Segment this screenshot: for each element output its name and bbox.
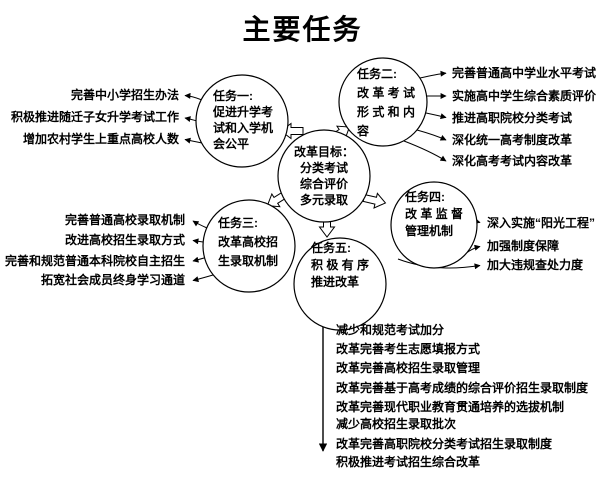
center-node-label: 改革目标： 分类考试 综合评价 多元录取 <box>293 145 354 207</box>
task3-item: 改进高校招生录取方式 <box>64 233 185 247</box>
task5-circle <box>293 237 387 331</box>
task2-item: 深化统一高考制度改革 <box>452 133 573 147</box>
task2-item: 完善普通高中学业水平考试 <box>452 66 597 80</box>
task1-node-label: 任务一: 促进升学考 试和入学机 会公平 <box>213 89 274 151</box>
task2-item: 推进高职院校分类考试 <box>452 111 573 125</box>
task3-item: 完善普通高校录取机制 <box>64 213 185 227</box>
task1-item: 增加农村学生上重点高校人数 <box>22 132 179 146</box>
task2-node-label: 任务二: 改 革 考 试 形 式 和 内 容 <box>357 67 416 138</box>
task1-item: 积极推进随迁子女升学考试工作 <box>10 110 179 124</box>
task5-node-label: 任务五: 积 极 有 序 推进改革 <box>311 241 370 289</box>
page-title: 主要任务 <box>242 14 363 45</box>
task5-item: 积极推进考试招生综合改革 <box>336 455 481 469</box>
task2-item: 实施高中学生综合素质评价 <box>452 89 597 103</box>
task3-node-label: 任务三: 改革高校招 生录取机制 <box>218 216 279 268</box>
task4-item: 加强制度保障 <box>487 239 560 253</box>
task3-circle <box>202 199 296 293</box>
task3-item: 完善和规范普通本科院校自主招生 <box>4 254 185 268</box>
task2-item: 深化高考考试内容改革 <box>452 154 573 168</box>
task3-connectors <box>192 220 214 283</box>
task4-circle <box>390 181 478 269</box>
task5-item: 改革完善基于高考成绩的综合评价招生录取制度 <box>336 381 589 395</box>
task5-item: 改革完善高校招生录取管理 <box>336 361 481 375</box>
node-circles <box>195 57 478 331</box>
task2-circle <box>338 57 428 147</box>
task5-item: 减少和规范考试加分 <box>336 323 445 337</box>
task4-item: 加大违规查处力度 <box>487 258 584 272</box>
task1-circle <box>195 74 289 168</box>
block-arrow-to-task4 <box>362 192 387 209</box>
task5-item: 改革完善现代职业教育贯通培养的选拔机制 <box>336 400 565 414</box>
task4-node-label: 任务四: 改 革 监 督 管理机制 <box>405 190 464 238</box>
task2-connectors <box>403 70 447 162</box>
task4-item: 深入实施“阳光工程” <box>487 216 596 230</box>
center-circle <box>277 129 371 223</box>
task5-item: 改革完善考生志愿填报方式 <box>336 342 481 356</box>
task5-item: 减少高校招生录取批次 <box>336 417 457 431</box>
task3-item: 拓宽社会成员终身学习通道 <box>40 273 185 287</box>
task1-item: 完善中小学招生办法 <box>70 88 179 102</box>
task5-item: 改革完善高职院校分类考试招生录取制度 <box>336 437 553 451</box>
